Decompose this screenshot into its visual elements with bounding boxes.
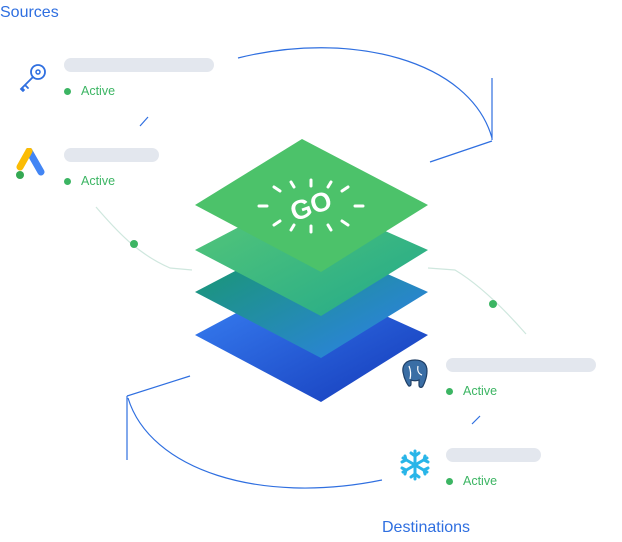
status-text: Active bbox=[463, 474, 498, 488]
status-badge: Active bbox=[64, 174, 115, 188]
flow-arrow-in bbox=[237, 47, 493, 163]
source-name-placeholder bbox=[64, 148, 159, 162]
snowflake-icon bbox=[400, 449, 430, 481]
postgresql-icon bbox=[402, 359, 428, 388]
status-text: Active bbox=[81, 84, 116, 98]
sources-heading: Sources bbox=[0, 4, 59, 21]
flow-arrow-out bbox=[126, 375, 383, 489]
google-ads-icon bbox=[16, 148, 45, 179]
key-icon bbox=[19, 64, 46, 92]
status-dot bbox=[64, 177, 71, 185]
status-badge: Active bbox=[64, 84, 115, 98]
connector-dot bbox=[489, 300, 497, 308]
status-dot bbox=[446, 387, 453, 395]
go-hub-stack: GO bbox=[195, 139, 428, 402]
status-text: Active bbox=[81, 174, 116, 188]
destination-name-placeholder bbox=[446, 448, 541, 462]
status-text: Active bbox=[463, 384, 498, 398]
connector-lines bbox=[95, 116, 527, 425]
connector-dot bbox=[130, 240, 138, 248]
source-name-placeholder bbox=[64, 58, 214, 72]
destination-name-placeholder bbox=[446, 358, 596, 372]
stack-layer-1 bbox=[195, 139, 428, 272]
sunburst-icon bbox=[257, 178, 365, 234]
status-badge: Active bbox=[446, 474, 497, 488]
status-dot bbox=[64, 87, 71, 95]
status-badge: Active bbox=[446, 384, 497, 398]
status-dot bbox=[446, 477, 453, 485]
destinations-heading: Destinations bbox=[382, 519, 471, 536]
